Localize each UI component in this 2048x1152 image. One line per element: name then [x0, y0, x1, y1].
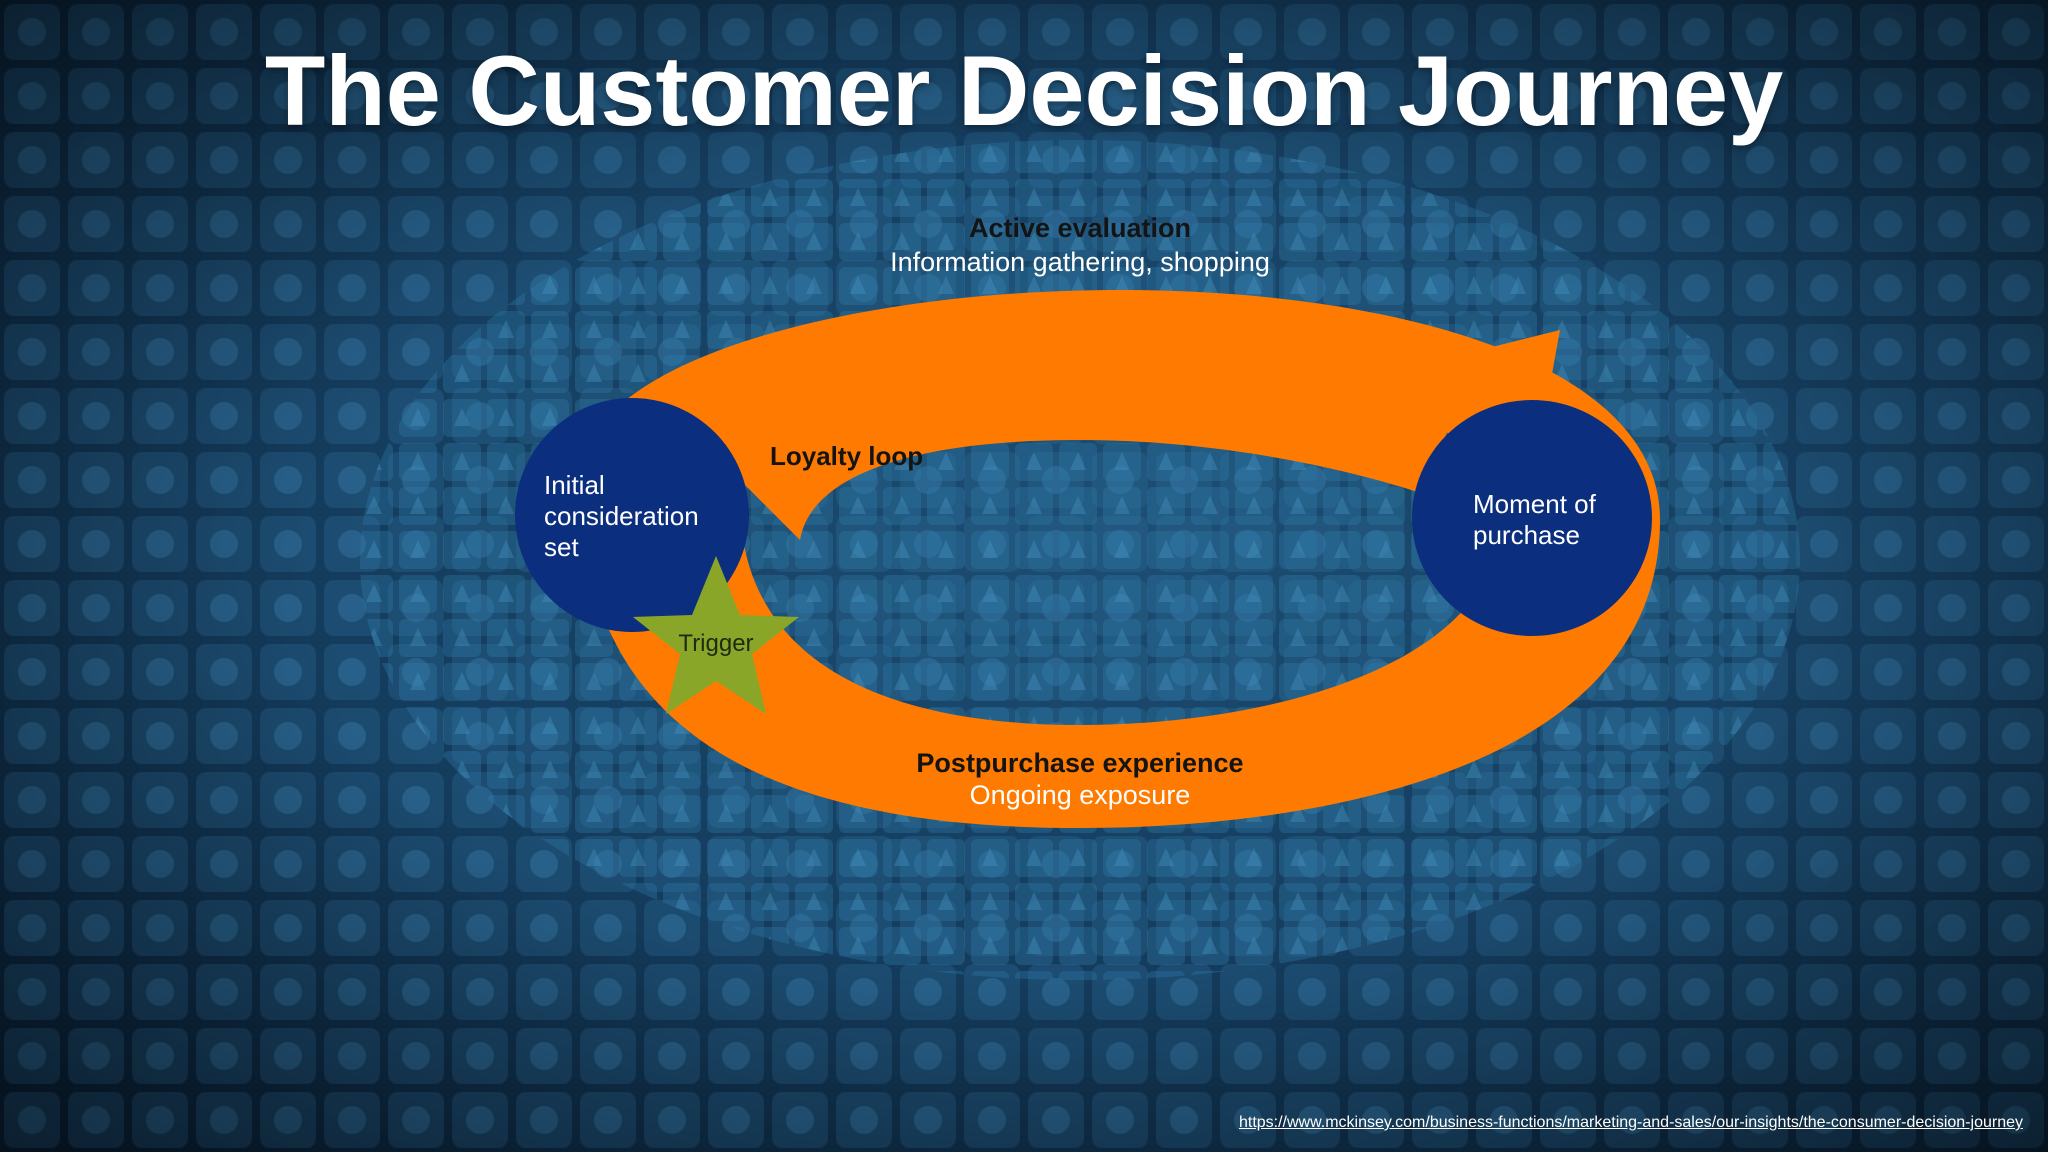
postpurchase-heading: Postpurchase experience: [916, 748, 1244, 778]
initial-consideration-label: Initial consideration set: [544, 470, 699, 562]
page-title: The Customer Decision Journey: [264, 35, 1784, 146]
active-evaluation-subtitle: Information gathering, shopping: [890, 247, 1270, 277]
moment-of-purchase-label: Moment of purchase: [1473, 489, 1596, 550]
trigger-label: Trigger: [678, 630, 754, 657]
loyalty-loop-arrowhead: [1380, 400, 1460, 500]
loyalty-loop-label: Loyalty loop: [770, 441, 924, 471]
initial-consideration-circle: [515, 398, 749, 632]
active-evaluation-heading: Active evaluation: [968, 213, 1192, 243]
loyalty-loop-band: [740, 361, 1440, 540]
postpurchase-subtitle: Ongoing exposure: [969, 780, 1191, 810]
moment-of-purchase-circle: [1412, 400, 1652, 636]
outer-journey-ring: [580, 290, 1660, 828]
trigger-star-icon: [633, 556, 799, 714]
source-link[interactable]: https://www.mckinsey.com/business-functi…: [1238, 1114, 2023, 1131]
